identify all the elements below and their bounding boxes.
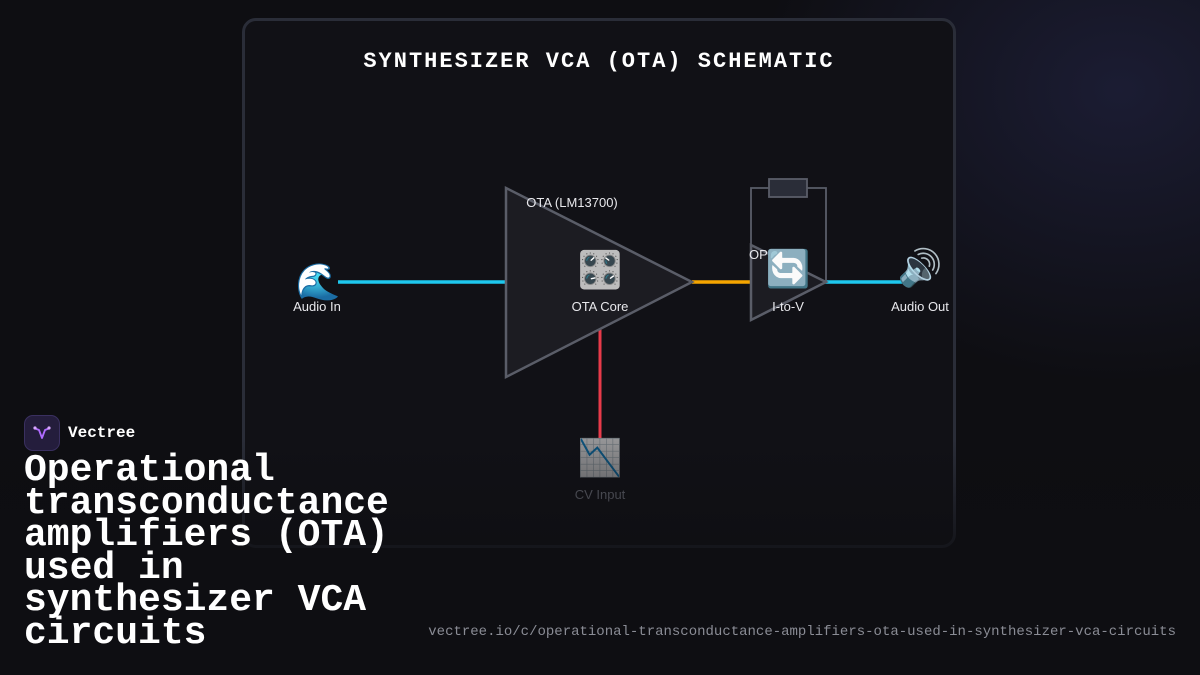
cycle-arrows-icon: 🔄 [766,248,811,290]
vectree-logo-icon [24,415,60,451]
schematic-title: SYNTHESIZER VCA (OTA) SCHEMATIC [363,49,835,74]
brand[interactable]: Vectree [24,415,135,451]
ota-triangle [504,185,695,380]
page-headline: Operational transconductance amplifiers … [24,449,389,655]
brand-name: Vectree [68,424,136,442]
i-to-v-label: I-to-V [772,299,804,314]
opamp-label: OP [749,247,768,262]
feedback-resistor [768,178,808,198]
ota-core-label: OTA Core [572,299,629,314]
control-knobs-icon: 🎛️ [578,249,623,291]
cv-input-label: CV Input [575,487,626,502]
page-url[interactable]: vectree.io/c/operational-transconductanc… [428,624,1176,640]
audio-out-label: Audio Out [891,299,949,314]
decreasing-chart-icon: 📉 [578,437,623,479]
opamp-triangle [749,242,829,323]
audio-in-label: Audio In [293,299,341,314]
ota-label: OTA (LM13700) [526,195,618,210]
speaker-icon: 🔊 [898,246,943,289]
wave-icon: 🌊 [296,261,341,303]
